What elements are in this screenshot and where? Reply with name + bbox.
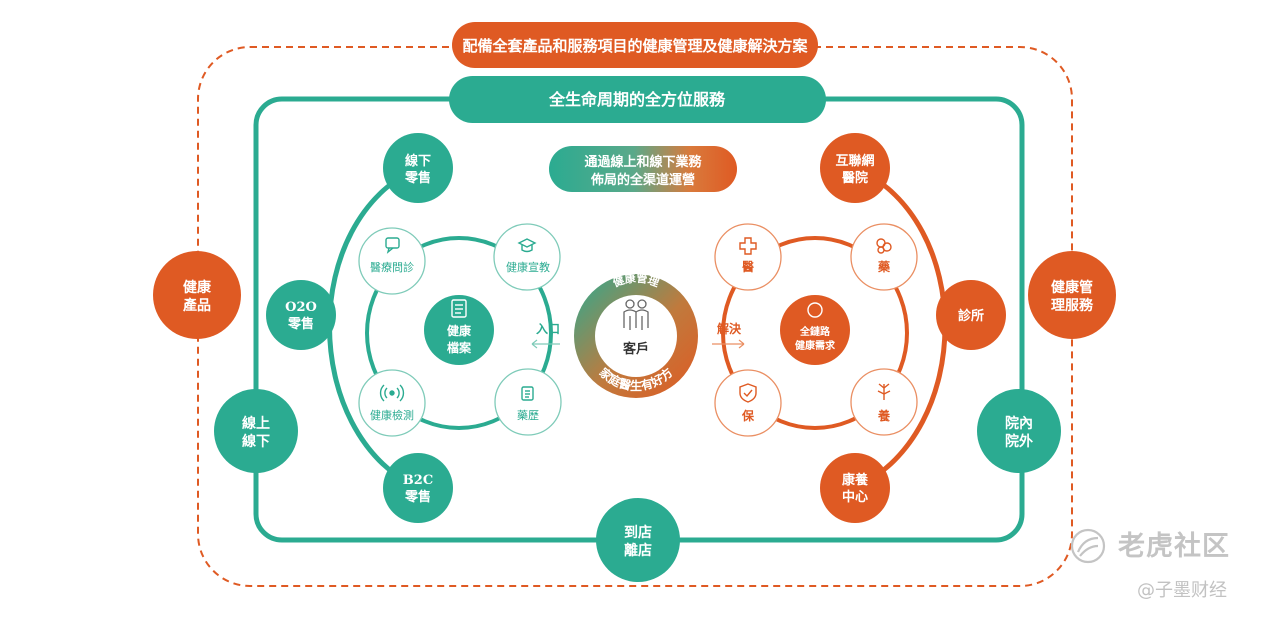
ring-node-care-center: 康養 中心 [820,453,890,523]
left-item-medication-history: 藥歷 [494,368,562,436]
graduation-cap-icon [517,238,537,253]
left-arrow: 入口 [531,322,560,349]
right-cluster-center: 全鏈路 健康需求 [780,295,850,365]
outer-node-store: 到店 離店 [596,498,680,582]
svg-text:診所: 診所 [958,308,984,324]
shield-check-icon [739,383,757,403]
second-banner-text: 全生命周期的全方位服務 [548,90,726,109]
right-item-wellness: 養 [850,368,918,436]
top-banner-text: 配備全套產品和服務項目的健康管理及健康解決方案 [462,37,808,55]
ring-node-internet-hospital: 互聯網 醫院 [820,133,890,203]
ring-icon [807,302,823,318]
svg-text:院外: 院外 [1005,433,1033,450]
right-item-medicine: 藥 [850,223,918,291]
left-item-education: 健康宣教 [493,223,561,291]
watermark-title: 老虎社区 [1118,531,1230,562]
svg-text:保: 保 [741,408,755,423]
svg-text:養: 養 [877,408,890,423]
second-banner: 全生命周期的全方位服務 [449,76,826,123]
right-ring-arc [853,165,948,491]
svg-text:線下: 線下 [242,433,270,450]
outer-node-in-out-hospital: 院內 院外 [977,389,1061,473]
left-ring-arc [327,165,420,491]
top-banner: 配備全套產品和服務項目的健康管理及健康解決方案 [452,22,818,68]
ring-node-clinic: 診所 [936,280,1006,350]
right-item-medical: 醫 [714,223,782,291]
lotus-icon [877,383,891,400]
ring-node-offline-retail: 線下 零售 [383,133,453,203]
svg-text:康養: 康養 [842,472,868,488]
channel-banner-line-1: 通過線上和線下業務 [584,154,702,170]
svg-text:健康需求: 健康需求 [795,339,836,352]
right-cluster: 全鏈路 健康需求 醫 藥 保 [712,223,918,437]
people-icon [623,299,649,330]
watermark-subtitle: @子墨财经 [1137,580,1227,601]
svg-text:線下: 線下 [405,153,431,169]
svg-text:醫院: 醫院 [842,170,868,186]
signal-waves-icon [379,384,405,402]
svg-text:線上: 線上 [242,415,270,432]
svg-text:醫療問診: 醫療問診 [370,260,414,274]
svg-text:院內: 院內 [1005,415,1033,432]
outer-node-health-products: 健康 產品 [153,251,241,339]
svg-text:健康檢測: 健康檢測 [370,408,414,422]
svg-text:產品: 產品 [182,297,211,314]
svg-text:O2O: O2O [285,300,317,315]
svg-text:藥歷: 藥歷 [517,409,539,422]
svg-text:全鏈路: 全鏈路 [799,325,831,338]
svg-text:健康: 健康 [447,323,472,338]
left-cluster: 健康 檔案 醫療問診 健康宣教 [358,223,562,437]
svg-text:健康管: 健康管 [1051,279,1093,296]
svg-text:到店: 到店 [624,524,652,541]
left-arrow-label: 入口 [536,322,560,336]
svg-text:互聯網: 互聯網 [835,153,874,169]
left-cluster-center: 健康 檔案 [424,295,494,365]
svg-text:零售: 零售 [404,170,431,186]
svg-text:零售: 零售 [404,489,431,505]
svg-text:健康宣教: 健康宣教 [506,260,550,274]
left-item-consultation: 醫療問診 [358,227,426,295]
core-circle: 客戶 健康管理 家庭醫生有好方 [574,271,698,398]
outer-node-online-offline: 線上 線下 [214,389,298,473]
channel-banner: 通過線上和線下業務 佈局的全渠道運營 [549,146,737,192]
document-icon [521,386,534,401]
health-record-icon [451,299,467,318]
svg-text:中心: 中心 [842,489,868,505]
svg-text:健康: 健康 [183,279,212,296]
outer-node-health-mgmt-services: 健康管 理服務 [1028,251,1116,339]
right-arrow: 解決 [712,321,745,349]
core-label: 客戶 [623,341,649,357]
ring-node-b2c-retail: B2C 零售 [383,453,453,523]
ring-node-o2o-retail: O2O 零售 [266,280,336,350]
svg-text:藥: 藥 [877,259,891,274]
svg-text:零售: 零售 [287,316,314,332]
right-arrow-label: 解決 [717,321,742,336]
svg-text:檔案: 檔案 [447,340,472,355]
medical-cross-icon [739,237,757,255]
svg-text:理服務: 理服務 [1051,297,1094,314]
channel-banner-line-2: 佈局的全渠道運營 [590,172,695,188]
svg-text:醫: 醫 [742,260,754,274]
chat-bubble-icon [385,237,400,254]
svg-text:B2C: B2C [403,473,433,488]
left-item-monitoring: 健康檢測 [358,369,426,437]
pills-icon [876,238,892,254]
svg-text:離店: 離店 [624,542,652,559]
right-item-insurance: 保 [714,369,782,437]
tiger-logo-icon [1070,528,1106,564]
